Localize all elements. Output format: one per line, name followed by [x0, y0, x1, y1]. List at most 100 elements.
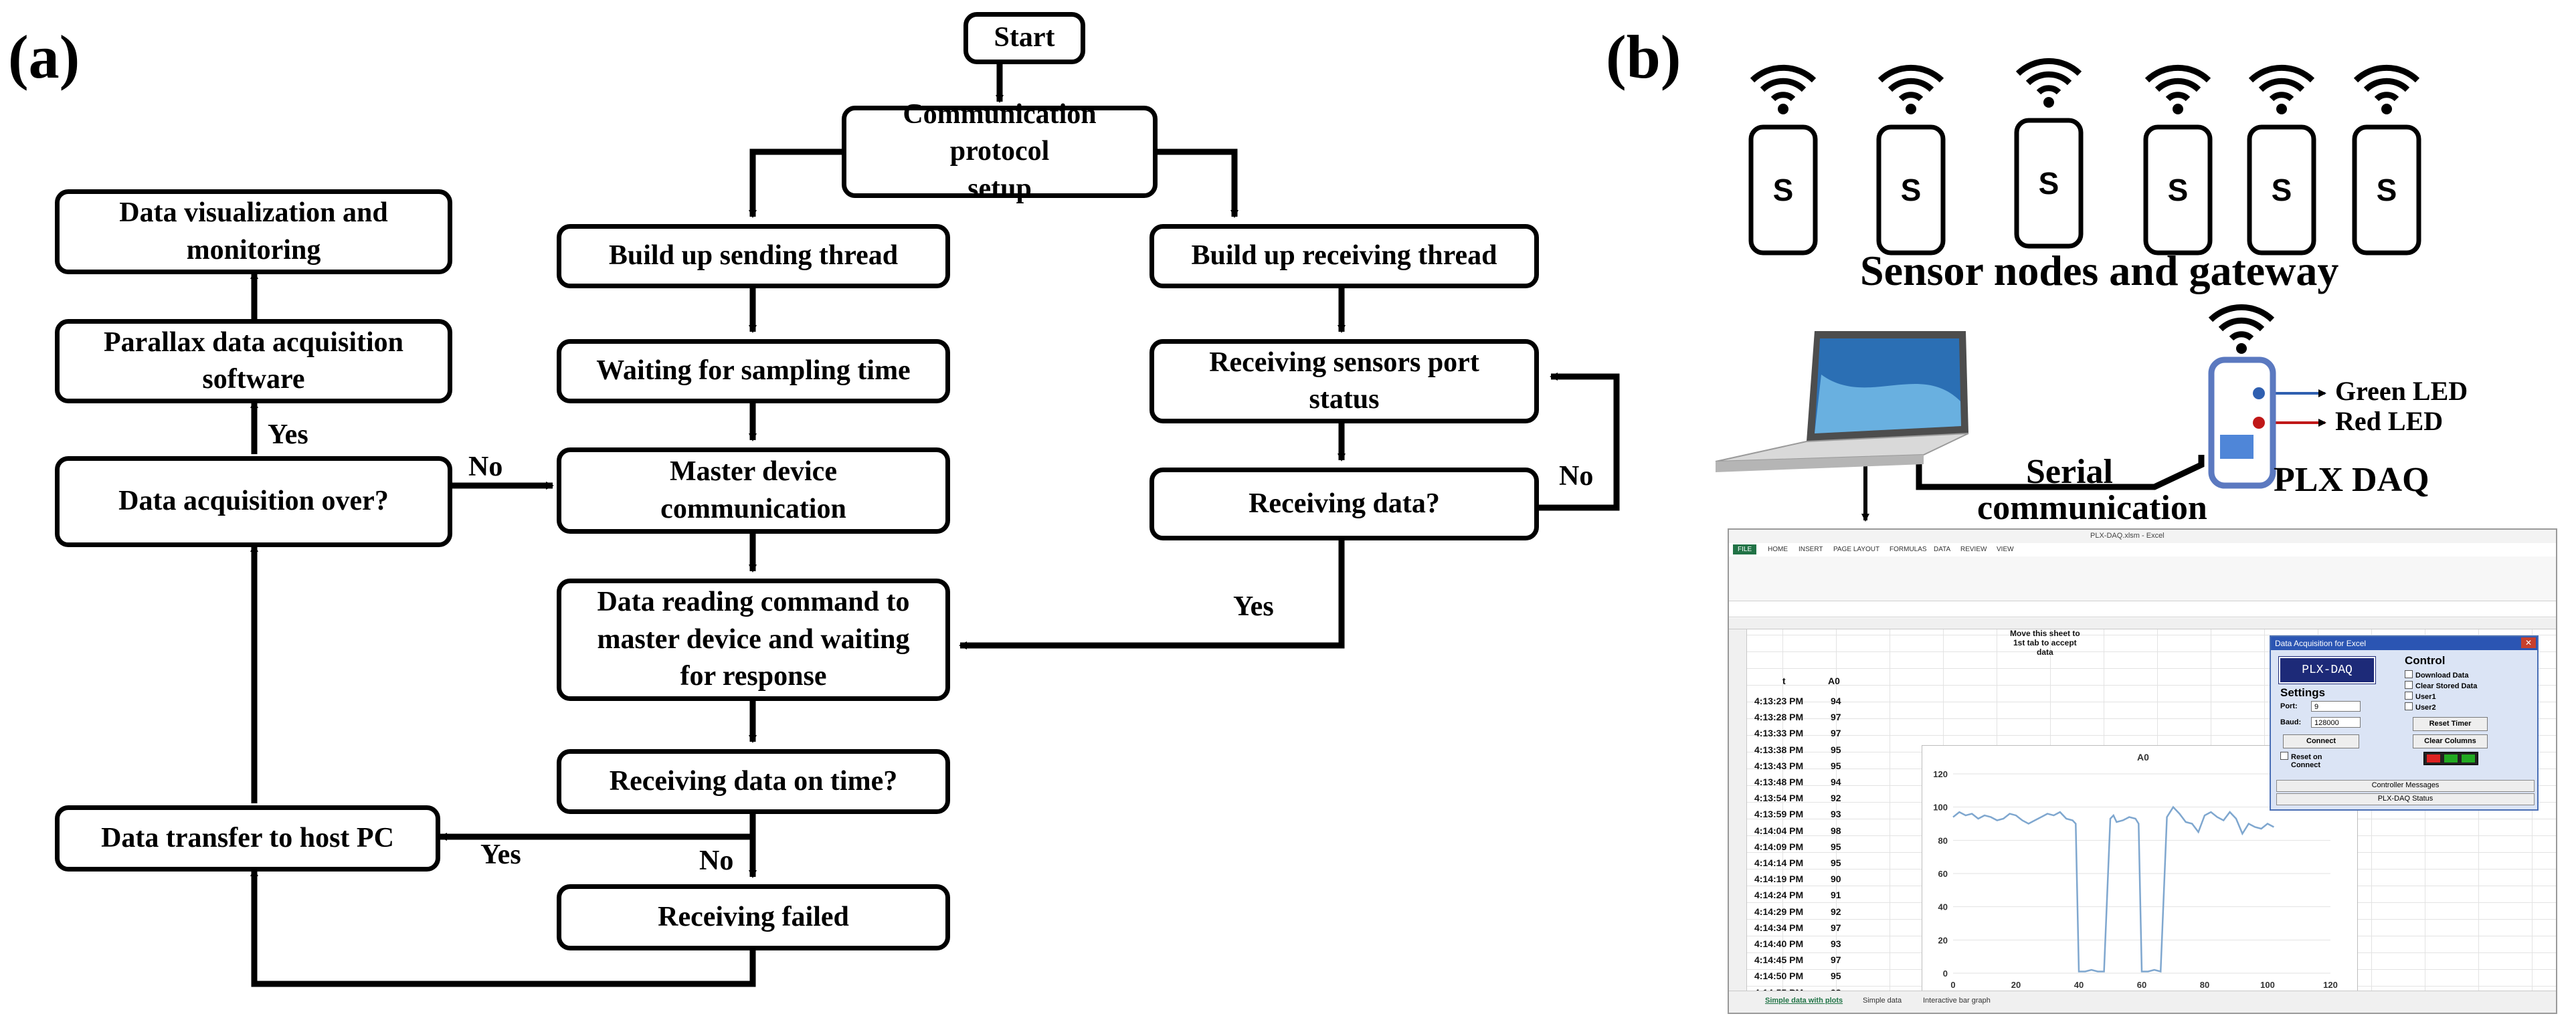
table-row-time[interactable]: 4:14:40 PM: [1754, 938, 1804, 949]
clear-stored-checkbox[interactable]: Clear Stored Data: [2405, 681, 2477, 690]
table-row-value[interactable]: 92: [1831, 793, 1841, 804]
reset-on-connect-line-1: Reset on: [2291, 753, 2322, 761]
excel-formula-bar[interactable]: [1729, 602, 2556, 617]
receiving-port-line-1: Receiving sensors port: [1209, 346, 1479, 378]
checkbox-icon[interactable]: [2280, 752, 2288, 760]
table-row-value[interactable]: 91: [1831, 890, 1841, 901]
table-row-value[interactable]: 93: [1831, 809, 1841, 820]
menu-review[interactable]: REVIEW: [1960, 546, 1987, 553]
checkbox-icon[interactable]: [2405, 670, 2413, 678]
download-data-checkbox[interactable]: Download Data: [2405, 670, 2468, 680]
menu-file[interactable]: FILE: [1733, 544, 1757, 554]
panel-label-b: (b): [1606, 23, 1681, 91]
table-row-time[interactable]: 4:14:04 PM: [1754, 825, 1804, 836]
tab-simple-data[interactable]: Simple data: [1863, 997, 1902, 1005]
cell-note[interactable]: Move this sheet to 1st tab to accept dat…: [2010, 629, 2080, 657]
reset-on-connect-checkbox[interactable]: Reset on: [2280, 752, 2322, 761]
menu-page-layout[interactable]: PAGE LAYOUT: [1833, 546, 1880, 553]
table-row-time[interactable]: 4:13:59 PM: [1754, 809, 1804, 820]
table-row-time[interactable]: 4:14:19 PM: [1754, 874, 1804, 885]
plx-daq-dialog: Data Acquisition for Excel✕ PLX-DAQ Sett…: [2270, 635, 2539, 811]
waiting-sampling-label: Waiting for sampling time: [596, 355, 911, 387]
port-select[interactable]: 9: [2311, 701, 2361, 712]
table-row-value[interactable]: 98: [1831, 825, 1841, 836]
parallax-line-1: Parallax data acquisition: [103, 326, 404, 358]
cell-header-value[interactable]: A0: [1828, 676, 1840, 686]
cell-header-time[interactable]: t: [1782, 676, 1786, 686]
box-receiving-failed: Receiving failed: [557, 884, 950, 950]
table-row-value[interactable]: 97: [1831, 954, 1841, 966]
indicator-icon: [2427, 754, 2440, 762]
excel-ribbon: [1729, 556, 2556, 601]
table-row-value[interactable]: 95: [1831, 744, 1841, 755]
sending-thread-label: Build up sending thread: [608, 240, 899, 272]
serial-label-line-2: communication: [1977, 489, 2207, 527]
table-row-value[interactable]: 93: [1831, 938, 1841, 949]
tab-interactive-bar-graph[interactable]: Interactive bar graph: [1923, 997, 1991, 1005]
sensor-device: [2014, 118, 2084, 249]
table-row-value[interactable]: 94: [1831, 696, 1841, 706]
receiving-port-line-2: status: [1309, 384, 1380, 415]
tab-simple-data-with-plots[interactable]: Simple data with plots: [1765, 997, 1843, 1005]
y-tick-label: 100: [1933, 803, 1948, 813]
box-receiving-on-time: Receiving data on time?: [557, 749, 950, 814]
table-row-time[interactable]: 4:13:33 PM: [1754, 728, 1804, 739]
user2-checkbox[interactable]: User2: [2405, 702, 2436, 712]
wifi-icon: [1750, 64, 1817, 114]
checkbox-icon[interactable]: [2405, 702, 2413, 710]
data-reading-line-3: for response: [680, 661, 827, 692]
table-row-value[interactable]: 97: [1831, 712, 1841, 723]
table-row-value[interactable]: 95: [1831, 857, 1841, 868]
x-tick-label: 100: [2260, 980, 2275, 990]
table-row-time[interactable]: 4:14:29 PM: [1754, 906, 1804, 917]
table-row-value[interactable]: 92: [1831, 906, 1841, 917]
table-row-time[interactable]: 4:14:09 PM: [1754, 841, 1804, 852]
table-row-value[interactable]: 97: [1831, 922, 1841, 933]
checkbox-icon[interactable]: [2405, 681, 2413, 689]
table-row-value[interactable]: 95: [1831, 841, 1841, 852]
arrow-recvdata-yes: [959, 538, 1345, 649]
table-row-value[interactable]: 95: [1831, 971, 1841, 982]
status-indicators: [2423, 752, 2478, 765]
reset-timer-button[interactable]: Reset Timer: [2413, 717, 2488, 731]
table-row-time[interactable]: 4:13:38 PM: [1754, 744, 1804, 755]
table-row-time[interactable]: 4:14:14 PM: [1754, 857, 1804, 868]
connect-button[interactable]: Connect: [2283, 734, 2359, 748]
table-row-time[interactable]: 4:14:34 PM: [1754, 922, 1804, 933]
baud-label: Baud:: [2280, 718, 2302, 726]
baud-select[interactable]: 128000: [2311, 717, 2361, 728]
visualization-line-2: monitoring: [186, 234, 321, 266]
table-row-time[interactable]: 4:14:45 PM: [1754, 954, 1804, 966]
menu-home[interactable]: HOME: [1768, 546, 1788, 553]
wifi-icon: [2144, 64, 2211, 114]
menu-data[interactable]: DATA: [1934, 546, 1951, 553]
table-row-value[interactable]: 97: [1831, 728, 1841, 739]
dialog-title-bar: Data Acquisition for Excel✕: [2271, 637, 2537, 650]
menu-insert[interactable]: INSERT: [1799, 546, 1823, 553]
arrow-protocol-sending: [749, 148, 843, 218]
menu-view[interactable]: VIEW: [1997, 546, 2014, 553]
table-row-time[interactable]: 4:13:43 PM: [1754, 760, 1804, 771]
note-line-1: Move this sheet to: [2010, 629, 2080, 638]
excel-column-headers: [1729, 618, 2556, 629]
menu-formulas[interactable]: FORMULAS: [1890, 546, 1927, 553]
series-line: [1952, 805, 2274, 973]
sensor-node: S: [2014, 58, 2084, 249]
table-row-time[interactable]: 4:13:23 PM: [1754, 696, 1804, 706]
table-row-time[interactable]: 4:13:28 PM: [1754, 712, 1804, 723]
table-row-time[interactable]: 4:14:24 PM: [1754, 890, 1804, 901]
table-row-time[interactable]: 4:13:48 PM: [1754, 777, 1804, 787]
close-icon[interactable]: ✕: [2521, 637, 2536, 648]
table-row-value[interactable]: 95: [1831, 760, 1841, 771]
clear-columns-button[interactable]: Clear Columns: [2413, 734, 2488, 748]
user2-label: User2: [2415, 704, 2436, 712]
table-row-value[interactable]: 94: [1831, 777, 1841, 787]
table-row-time[interactable]: 4:14:50 PM: [1754, 971, 1804, 982]
user1-checkbox[interactable]: User1: [2405, 692, 2436, 701]
table-row-value[interactable]: 90: [1831, 874, 1841, 885]
checkbox-icon[interactable]: [2405, 692, 2413, 700]
table-row-time[interactable]: 4:13:54 PM: [1754, 793, 1804, 804]
